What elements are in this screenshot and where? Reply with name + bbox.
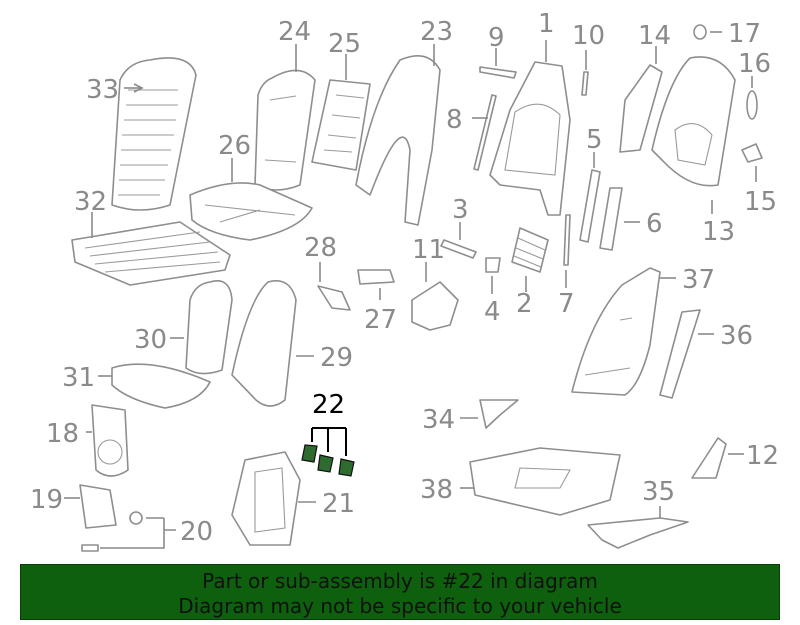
part-17-cap [693, 24, 722, 40]
label-35: 35 [642, 477, 675, 507]
label-22: 22 [312, 390, 345, 420]
part-10-spring [581, 50, 589, 96]
part-26-seat-cushion-cover [189, 158, 313, 241]
part-19-cover [64, 484, 117, 529]
label-21: 21 [322, 489, 355, 519]
part-4-block [485, 257, 501, 294]
part-6-trim [599, 187, 640, 251]
label-10: 10 [572, 21, 605, 51]
part-20-screws [81, 511, 176, 552]
parts-diagram: 33 32 24 25 26 23 9 8 [30, 9, 779, 552]
part-36-panel [659, 309, 714, 399]
part-15-clip [741, 143, 763, 182]
label-5: 5 [586, 125, 603, 155]
label-8: 8 [446, 105, 463, 135]
part-33-seat-back-pad [111, 57, 197, 211]
info-banner: Part or sub-assembly is #22 in diagram D… [20, 564, 780, 620]
label-37: 37 [682, 265, 715, 295]
label-28: 28 [304, 233, 337, 263]
label-30: 30 [134, 325, 167, 355]
part-14-side-panel [619, 46, 663, 153]
part-7-rod [563, 214, 571, 288]
part-16-ring [746, 76, 758, 120]
part-12-bracket [691, 437, 744, 479]
label-32: 32 [74, 187, 107, 217]
label-7: 7 [558, 289, 575, 319]
part-9-bracket [479, 48, 517, 79]
label-34: 34 [422, 405, 455, 435]
part-34-bracket [460, 399, 519, 429]
label-15: 15 [744, 187, 777, 217]
label-36: 36 [720, 321, 753, 351]
label-11: 11 [412, 235, 445, 265]
part-24-seat-back-cover [254, 44, 316, 191]
part-2-mesh [511, 227, 549, 292]
label-27: 27 [364, 305, 397, 335]
part-29-side-cover [231, 280, 314, 407]
part-1-seat-back-frame [489, 40, 571, 216]
label-9: 9 [488, 23, 505, 53]
part-18-cover [86, 404, 129, 477]
part-28-bracket [317, 262, 351, 311]
label-31: 31 [62, 363, 95, 393]
part-5-strip [579, 152, 601, 243]
label-24: 24 [278, 17, 311, 47]
part-13-back-shell [651, 56, 736, 214]
part-25-seat-back-insert [311, 54, 371, 171]
part-32-seat-cushion-pad [71, 212, 231, 286]
label-38: 38 [420, 475, 453, 505]
part-8-rod [472, 94, 497, 171]
label-16: 16 [738, 49, 771, 79]
banner-line-1: Part or sub-assembly is #22 in diagram [202, 569, 598, 593]
label-25: 25 [328, 29, 361, 59]
part-11-bracket [411, 262, 459, 331]
part-22-clips [301, 427, 355, 477]
label-12: 12 [746, 441, 779, 471]
label-20: 20 [180, 517, 213, 547]
label-13: 13 [702, 217, 735, 247]
label-14: 14 [638, 21, 671, 51]
label-17: 17 [728, 19, 761, 49]
label-29: 29 [320, 343, 353, 373]
part-21-seat-frame [231, 451, 316, 546]
part-37-back-panel [571, 267, 676, 396]
label-19: 19 [30, 485, 63, 515]
part-30-seat-back-cover [170, 280, 233, 375]
label-3: 3 [452, 195, 469, 225]
part-27-bracket [357, 269, 395, 300]
label-23: 23 [420, 17, 453, 47]
part-35-trim [587, 506, 689, 549]
label-6: 6 [646, 209, 663, 239]
part-3-tube [440, 222, 477, 259]
label-33: 33 [86, 75, 119, 105]
label-1: 1 [538, 9, 555, 39]
label-18: 18 [46, 419, 79, 449]
label-2: 2 [516, 289, 533, 319]
banner-line-2: Diagram may not be specific to your vehi… [178, 594, 622, 618]
label-4: 4 [484, 297, 501, 327]
part-38-cushion-mat [460, 447, 621, 516]
part-23-side-frame [355, 44, 441, 226]
part-31-seat-cushion-cover [98, 363, 211, 409]
label-26: 26 [218, 131, 251, 161]
